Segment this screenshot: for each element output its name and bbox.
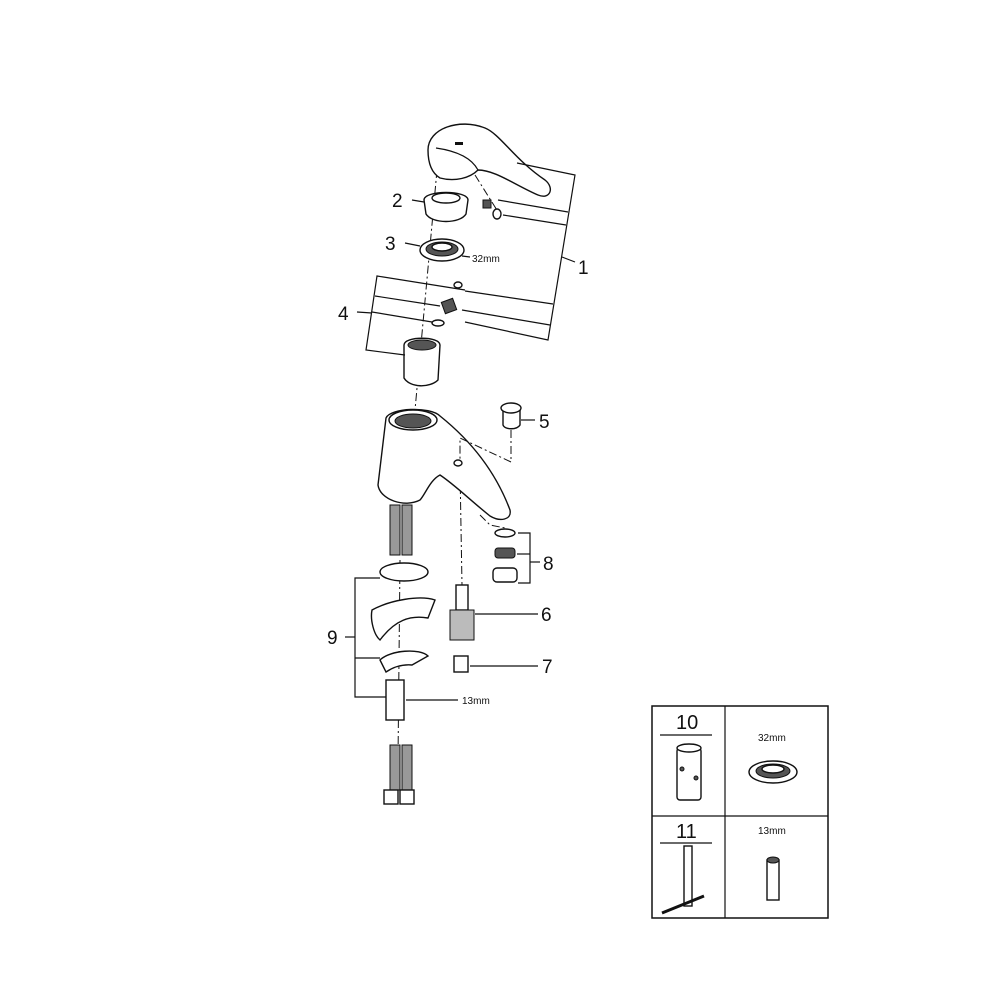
- cover-cap: [411, 191, 469, 223]
- dimension-13mm: 13mm: [462, 696, 490, 707]
- hex-nut: [404, 238, 471, 262]
- callout-1: 1: [578, 258, 589, 279]
- cartridge-wrench-icon: [676, 743, 702, 801]
- callout-5: 5: [539, 412, 550, 433]
- callout-2: 2: [392, 191, 403, 212]
- callout-7: 7: [542, 657, 553, 678]
- mounting-set: [345, 562, 458, 721]
- tool-size-13mm: 13mm: [758, 826, 786, 837]
- tools-table: 10 11 32mm 13mm: [651, 705, 829, 919]
- socket-13mm-icon: [766, 856, 780, 901]
- callout-3: 3: [385, 234, 396, 255]
- callout-1-bracket: [461, 162, 576, 341]
- dimension-32mm: 32mm: [472, 254, 500, 265]
- threaded-stud: [449, 584, 538, 641]
- cartridge: [403, 281, 463, 387]
- callout-8: 8: [543, 554, 554, 575]
- callout-4-bracket: [356, 275, 466, 356]
- tool-size-32mm: 32mm: [758, 733, 786, 744]
- nut-32mm-icon: [748, 760, 798, 784]
- lever-handle: [427, 123, 552, 220]
- supply-hoses: [383, 504, 415, 805]
- tool-number-11: 11: [676, 821, 697, 843]
- callout-6: 6: [541, 605, 552, 626]
- fixing-nut: [453, 655, 538, 673]
- tool-number-10: 10: [676, 712, 698, 734]
- callout-9: 9: [327, 628, 338, 649]
- faucet-body: [377, 408, 511, 521]
- tee-key-icon: [661, 845, 705, 915]
- callout-4: 4: [338, 304, 349, 325]
- aerator: [479, 514, 540, 584]
- plug: [459, 402, 535, 463]
